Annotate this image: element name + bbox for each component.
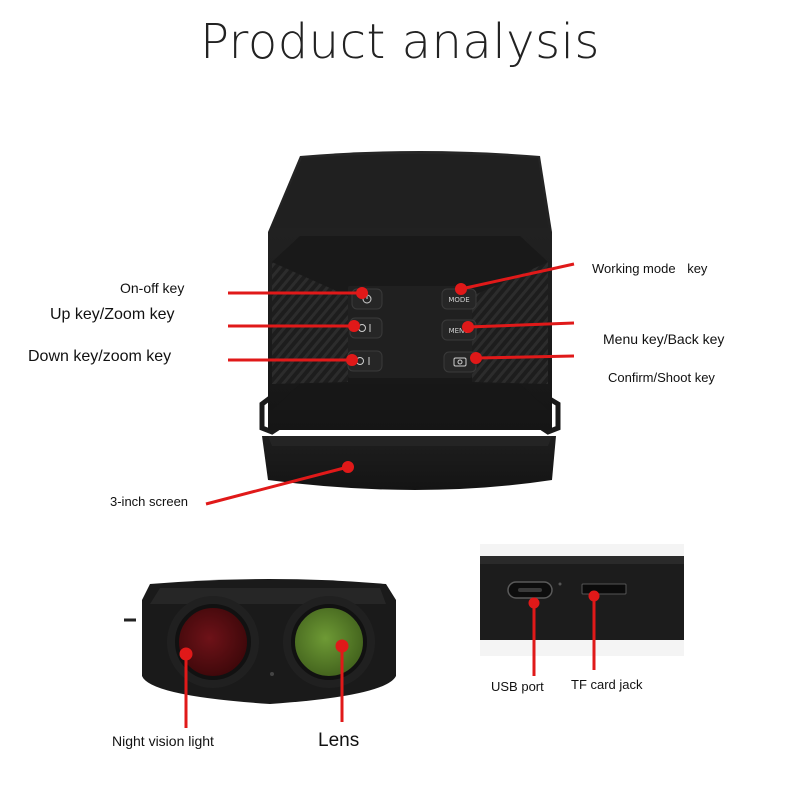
mode-key: MODE: [441, 288, 477, 310]
down-zoom-key-label: Down key/zoom key: [28, 348, 172, 365]
tf-card-jack-label: TF card jack: [571, 677, 643, 692]
screen-label: 3-inch screen: [110, 494, 189, 509]
working-mode-key-suffix: key: [687, 261, 708, 276]
night-vision-light: [175, 604, 251, 680]
tf-card-slot: [581, 583, 627, 595]
confirm-shoot-key-label: Confirm/Shoot key: [608, 370, 715, 385]
port-closeup-body: [480, 556, 684, 640]
usb-port-label: USB port: [491, 679, 544, 694]
night-vision-light-label: Night vision light: [112, 733, 214, 749]
on-off-key-label: On-off key: [120, 280, 185, 296]
lens: [291, 604, 367, 680]
working-mode-label-text: Working mode: [592, 261, 676, 276]
screen-housing: [262, 436, 556, 490]
menu-back-key-label: Menu key/Back key: [603, 331, 725, 347]
strap-lug-right: [540, 395, 561, 435]
strap-lug-left: [259, 396, 280, 435]
vent-grille-right: [472, 262, 548, 384]
pointer-lines: [179, 262, 600, 728]
page-title: Product analysis: [200, 14, 600, 70]
down-zoom-key: [347, 350, 383, 372]
menu-key-text: MENU: [449, 327, 470, 335]
up-zoom-key-label: Up key/Zoom key: [50, 306, 175, 323]
mode-key-text: MODE: [448, 296, 469, 304]
working-mode-key-label: Working mode key: [592, 261, 707, 276]
lens-label: Lens: [318, 730, 360, 751]
